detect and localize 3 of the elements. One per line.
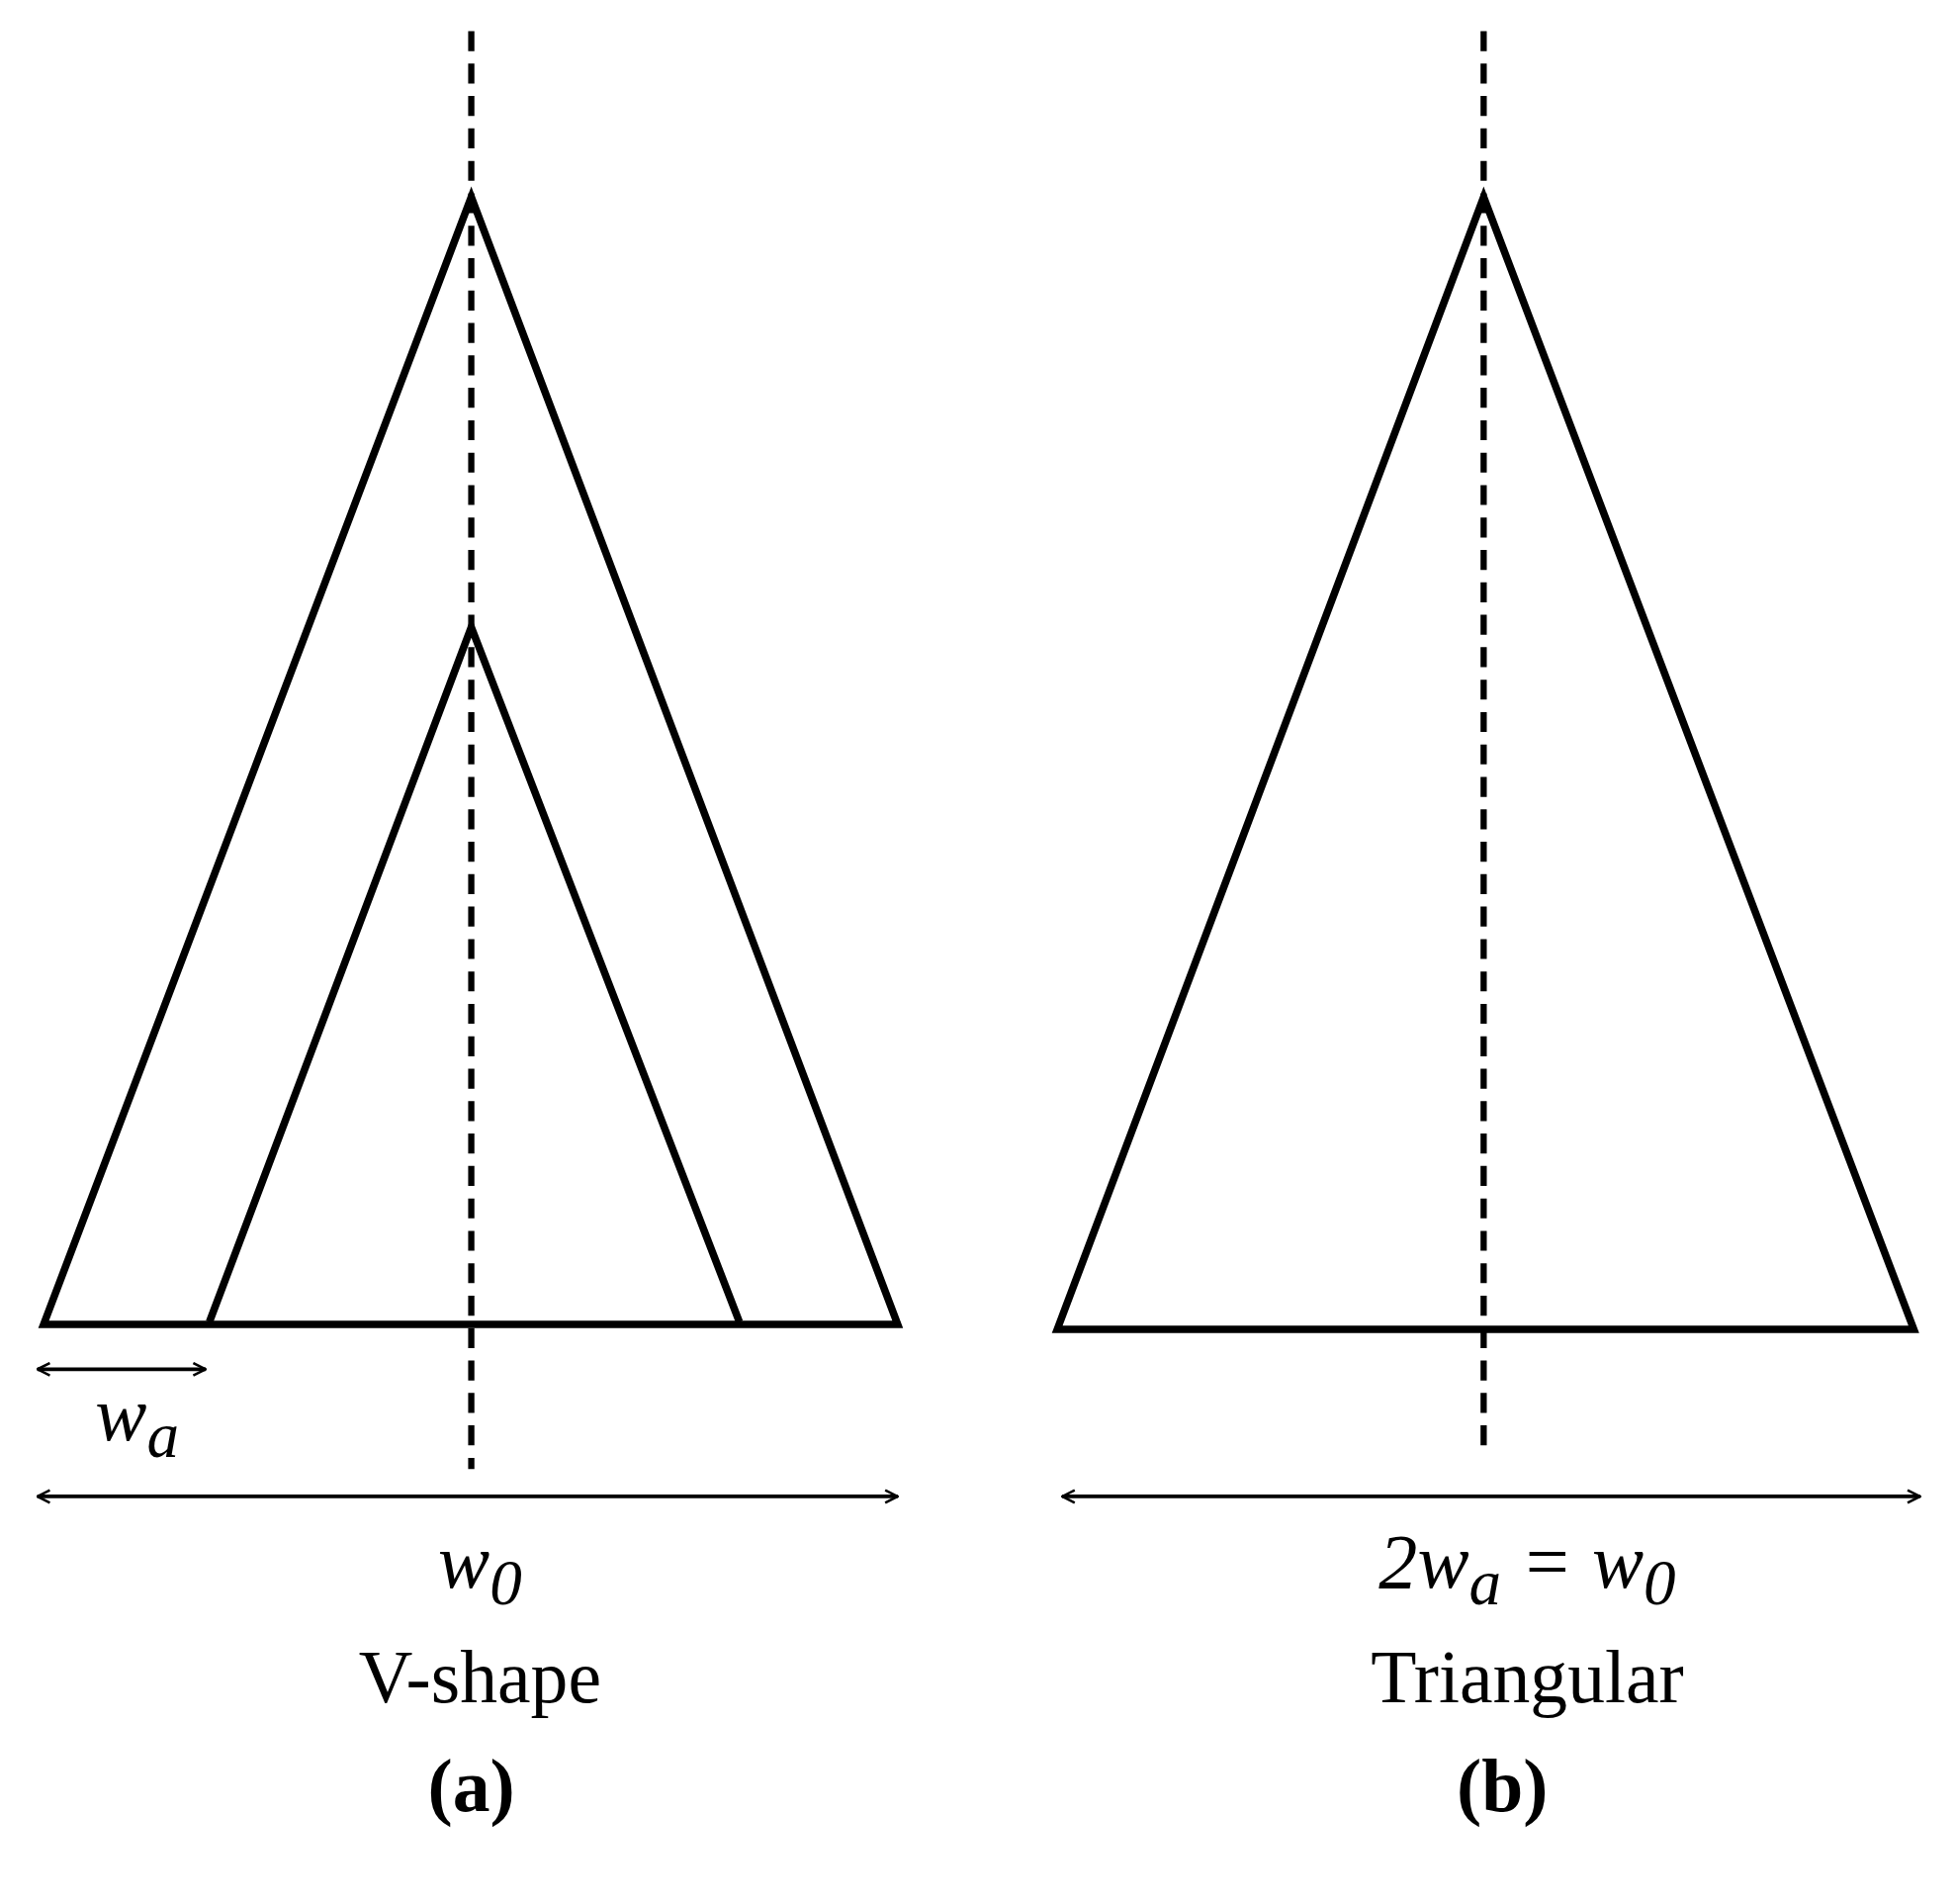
dimension-label: w$_{0}$ — [438, 1522, 522, 1615]
dimension-label: w$_{a}$ — [95, 1375, 180, 1468]
dimension-label: 2w$_{a}$ = w$_{0}$ — [1378, 1522, 1676, 1615]
